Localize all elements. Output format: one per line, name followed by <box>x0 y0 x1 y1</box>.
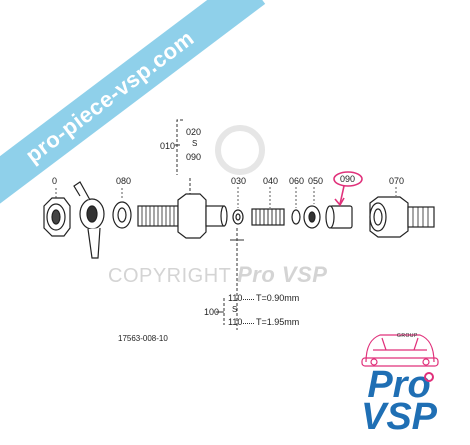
logo-group-text: GROUP <box>397 333 418 339</box>
part-label-070: 070 <box>389 176 405 186</box>
part-label-050: 050 <box>308 176 324 186</box>
highlight-marker <box>333 171 363 207</box>
thickness-leader-b <box>243 323 254 324</box>
banjo-fitting-part <box>73 181 105 259</box>
part-label-030: 030 <box>231 176 247 186</box>
copyright-prefix: COPYRIGHT <box>108 265 232 287</box>
valve-090-part <box>325 205 353 229</box>
part-label-thickness-195: T=1.95mm <box>256 317 300 327</box>
drawing-code: 17563-008-10 <box>118 334 168 343</box>
watermark-circle <box>215 125 265 175</box>
part-label-0-left: 0 <box>52 176 58 186</box>
spring-040-part <box>251 208 285 226</box>
part-label-s-lower: S <box>232 305 238 314</box>
thickness-leader-a <box>243 299 254 300</box>
left-nut-part <box>43 197 71 237</box>
part-label-010: 010 <box>160 141 176 151</box>
logo-accent-dot <box>424 372 434 382</box>
part-label-020: 020 <box>186 127 202 137</box>
part-label-090-upper: 090 <box>186 152 202 162</box>
part-label-thickness-090: T=0.90mm <box>256 293 300 303</box>
lower-callout-bracket <box>216 228 244 330</box>
part-label-090: 090 <box>340 174 356 184</box>
logo-car-icon <box>361 334 439 367</box>
valve-body-010-part <box>137 193 228 239</box>
part-label-060: 060 <box>289 176 305 186</box>
copyright-watermark: COPYRIGHT Pro VSP <box>108 262 327 288</box>
holder-070-part <box>369 196 435 238</box>
ring-060-part <box>291 209 301 225</box>
part-label-100: 100 <box>204 307 220 317</box>
part-label-080: 080 <box>116 176 132 186</box>
copyright-brand: Pro VSP <box>237 262 328 287</box>
logo-line-1: Pro <box>367 364 431 406</box>
part-label-110-b: 110 <box>228 317 243 327</box>
logo-line-2: VSP <box>360 396 438 438</box>
part-label-040: 040 <box>263 176 279 186</box>
washer-030-part <box>232 209 244 225</box>
part-label-110-a: 110 <box>228 293 243 303</box>
washer-080-part <box>112 201 132 229</box>
ring-050-part <box>303 205 321 229</box>
label-leaders <box>55 187 397 208</box>
part-label-s-upper: S <box>192 139 198 148</box>
